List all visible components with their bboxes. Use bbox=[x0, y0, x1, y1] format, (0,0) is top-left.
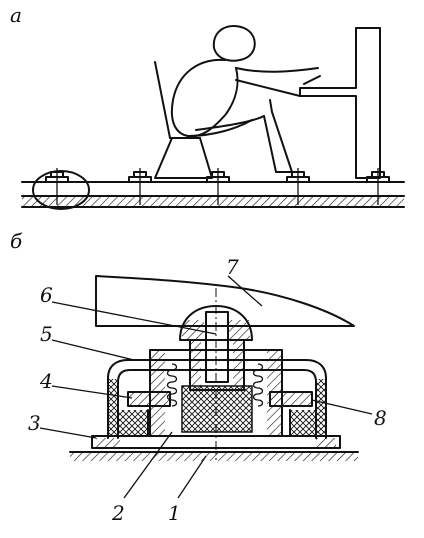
callout-3: 3 bbox=[28, 411, 41, 435]
panel-b: б bbox=[10, 229, 387, 525]
chair bbox=[154, 61, 213, 179]
outer-housing bbox=[107, 359, 327, 439]
springs bbox=[166, 363, 264, 407]
floor-isolators bbox=[45, 168, 390, 205]
machine-frame bbox=[95, 275, 355, 327]
panel-b-label: б bbox=[10, 229, 23, 253]
panel-a-label: а bbox=[10, 3, 22, 27]
elastic-core bbox=[181, 339, 253, 433]
operator-figure bbox=[170, 25, 319, 173]
leader-lines bbox=[39, 275, 373, 499]
bolt bbox=[179, 305, 253, 383]
highlight-ellipse bbox=[32, 170, 90, 210]
callout-4: 4 bbox=[39, 369, 53, 393]
isolator-mount bbox=[206, 168, 230, 205]
callout-8: 8 bbox=[374, 406, 387, 430]
callout-7: 7 bbox=[226, 255, 239, 279]
floor-base bbox=[69, 451, 359, 461]
workstation bbox=[299, 27, 381, 179]
callout-6: 6 bbox=[40, 283, 53, 307]
panel-a: а bbox=[10, 3, 405, 210]
isolator-mount bbox=[286, 168, 310, 205]
callout-1: 1 bbox=[168, 501, 181, 525]
inner-housing bbox=[149, 349, 283, 437]
head bbox=[212, 25, 256, 62]
callout-5: 5 bbox=[40, 322, 53, 346]
callout-2: 2 bbox=[111, 501, 125, 525]
isolator-mount bbox=[128, 168, 152, 205]
